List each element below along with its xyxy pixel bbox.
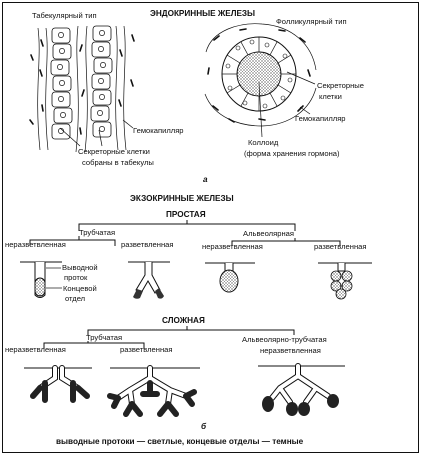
colloid-note-label: (форма хранения гормона) [244,149,340,158]
hemocapillary-left-label: Гемокапилляр [133,126,184,135]
complex-tubular-label: Трубчатая [86,333,122,342]
legend-caption: выводные протоки — светлые, концевые отд… [56,437,304,446]
panel-a-label: а [203,175,208,184]
follicular-type-label: Фолликулярный тип [276,17,347,26]
trabecula-cells-label-2: собраны в табекулы [82,158,154,167]
follicle-illustration [204,23,317,127]
colloid-label: Коллоид [248,138,279,147]
simple-alveolar-branched: разветвленная [314,242,366,251]
trabecular-tissue-illustration [29,25,135,153]
complex-tubular-branched-gland [107,365,200,417]
complex-tubular-unbranched: неразветвленная [5,345,66,354]
complex-alveolar-tubular-gland [258,363,345,416]
complex-alveolar-tubular-label-2: неразветвленная [260,346,321,355]
simple-alveolar-unbranched-gland [205,262,255,293]
simple-alveolar-unbranched: неразветвленная [202,242,263,251]
simple-tubular-branched: разветвленная [121,240,173,249]
secretory-cells-label-2: клетки [319,92,342,101]
end-section-label-2: отдел [65,294,85,303]
simple-tubular-unbranched-gland [20,261,62,298]
tubular-label: Трубчатая [79,228,115,237]
panel-b-label: б [201,421,207,431]
trabecula-cells-label-1: Секреторные клетки [78,147,150,156]
simple-alveolar-branched-gland [318,262,372,300]
tabular-type-label: Табекулярный тип [32,11,97,20]
endocrine-title: ЭНДОКРИННЫЕ ЖЕЛЕЗЫ [150,9,255,18]
duct-label-1: Выводной [62,263,98,272]
complex-alveolar-tubular-label-1: Альвеолярно-трубчатая [242,335,327,344]
simple-label: ПРОСТАЯ [166,210,206,219]
hemocapillary-right-label: Гемокапилляр [295,114,346,123]
complex-label: СЛОЖНАЯ [162,316,205,325]
alveolar-label: Альвеолярная [243,229,294,238]
simple-tubular-branched-gland [128,261,170,299]
simple-tubular-unbranched: неразветвленная [5,240,66,249]
complex-tubular-branched: разветвленная [120,345,172,354]
end-section-label-1: Концевой [63,284,97,293]
secretory-cells-label: Секреторные [317,81,364,90]
exocrine-title: ЭКЗОКРИННЫЕ ЖЕЛЕЗЫ [130,194,234,203]
complex-tubular-unbranched-gland [24,365,92,403]
duct-label-2: проток [64,273,88,282]
